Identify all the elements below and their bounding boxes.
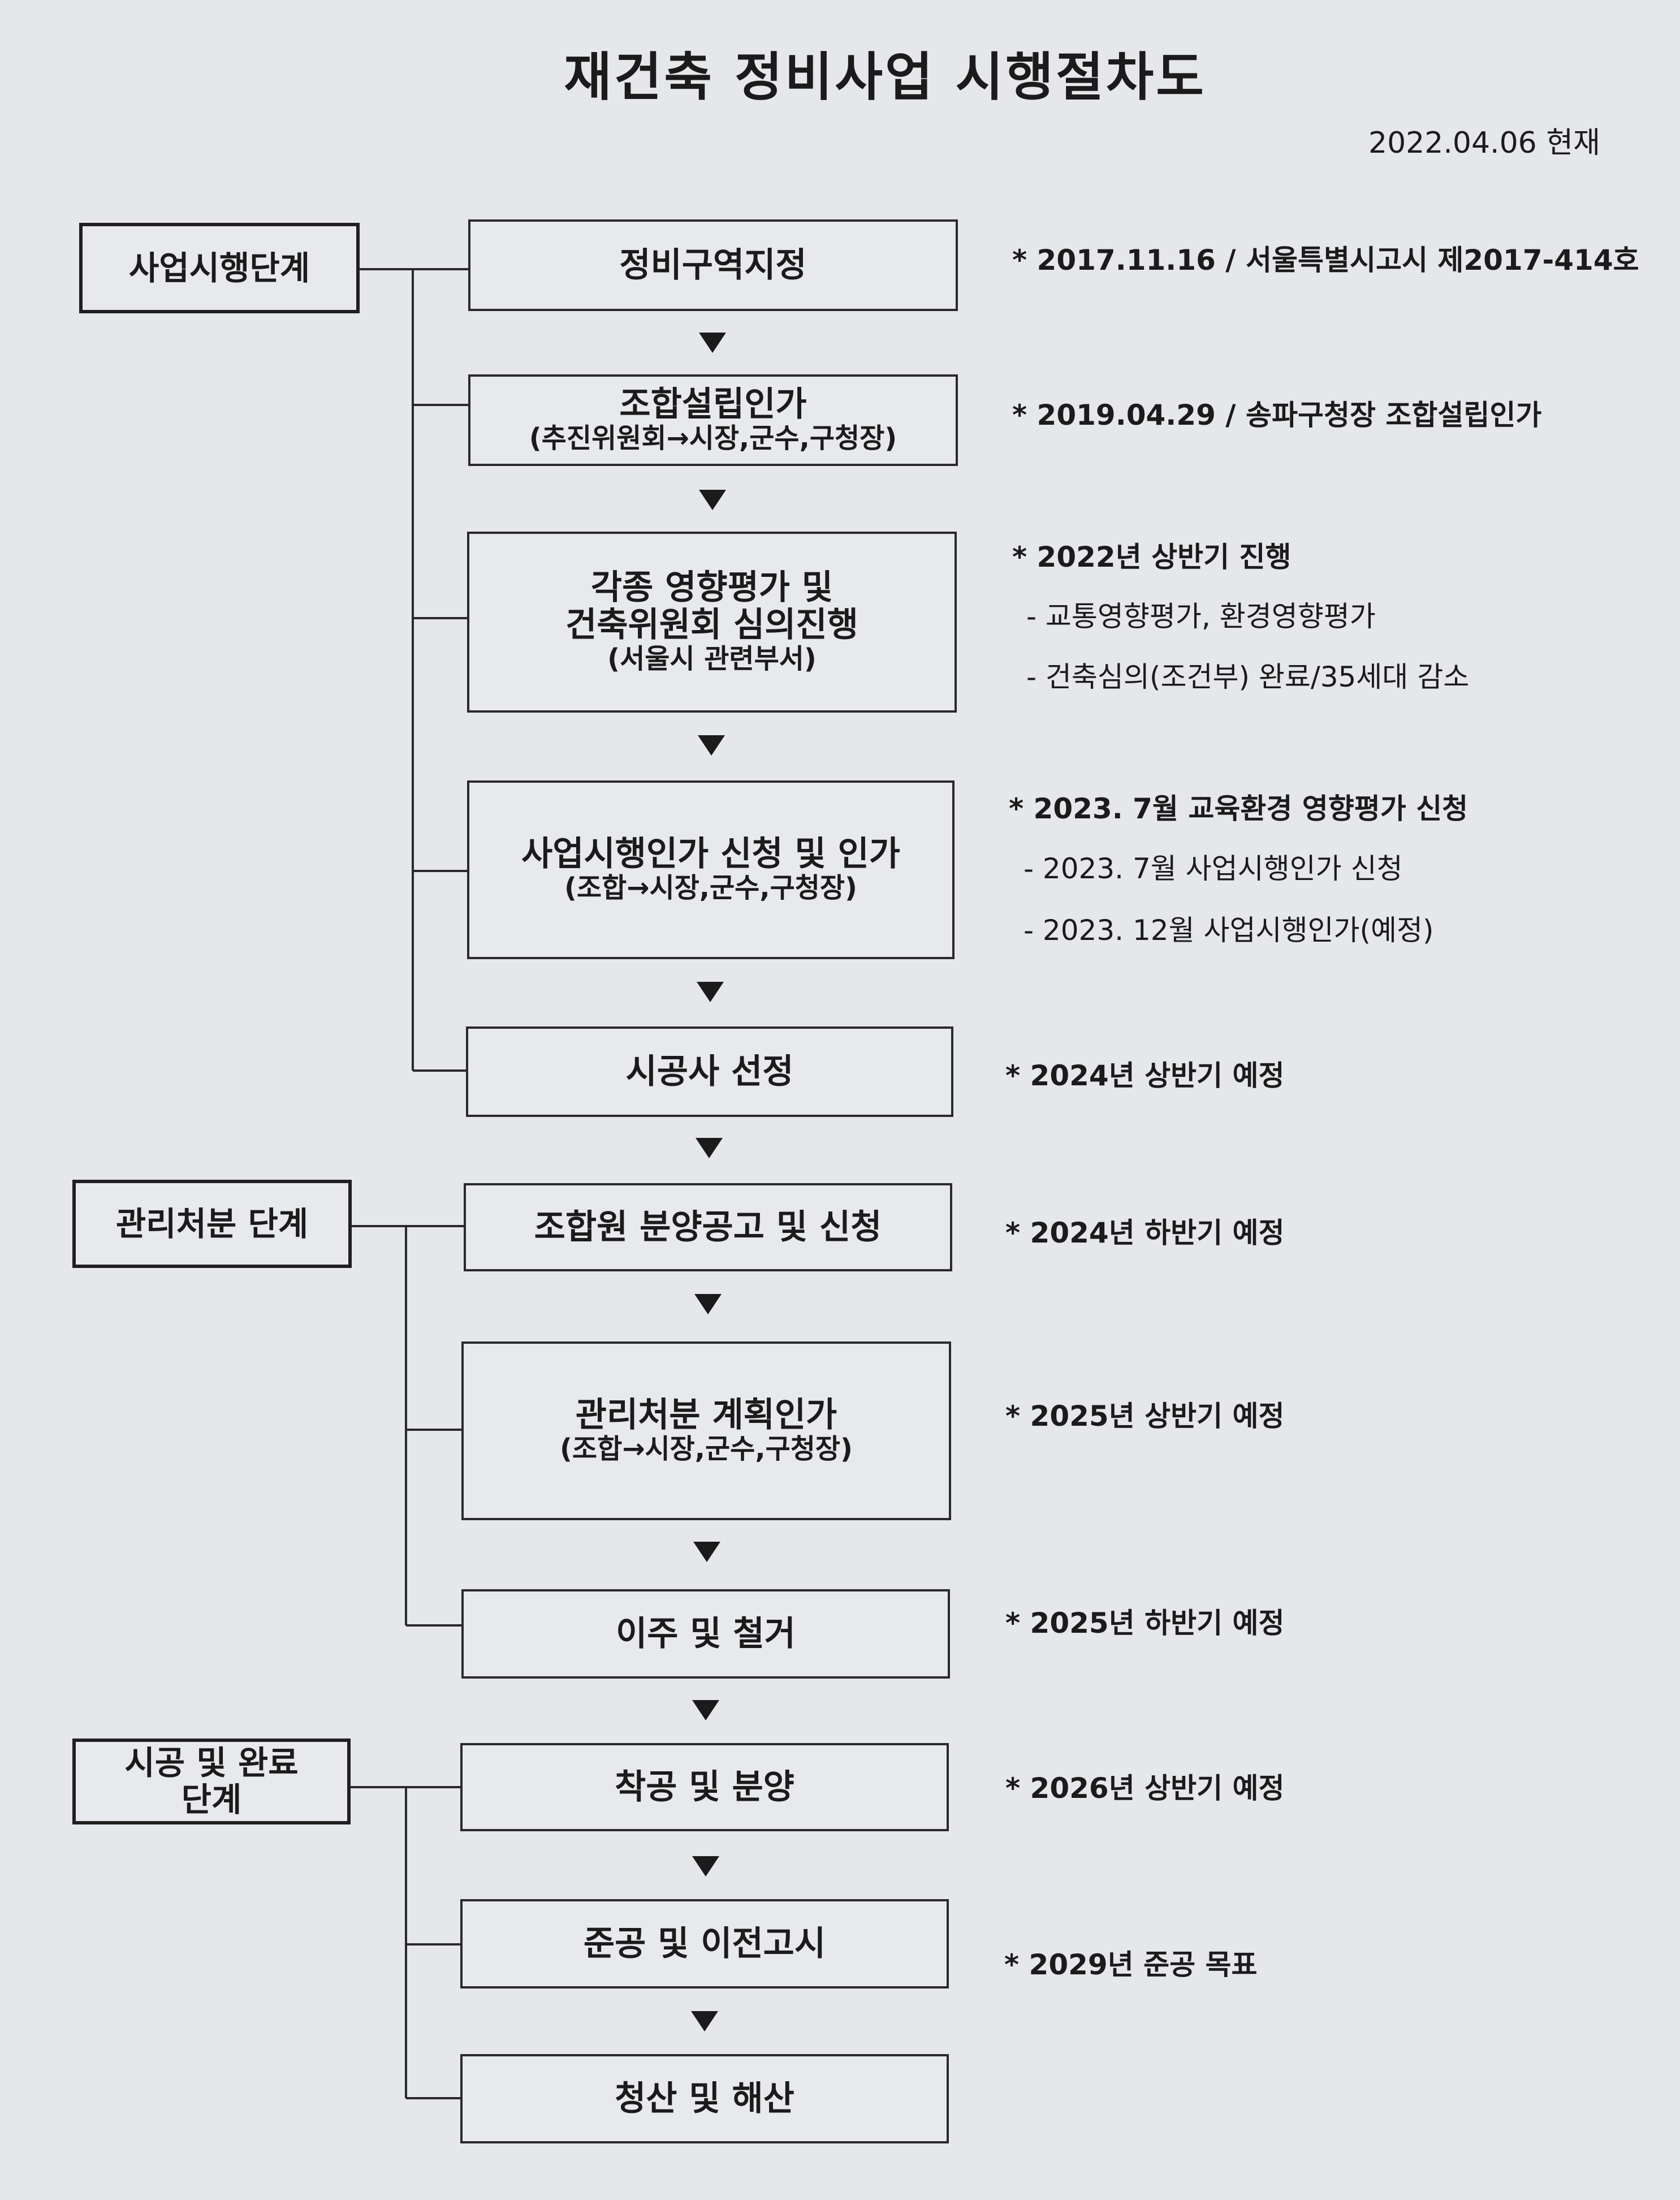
step-label: 착공 및 분양 — [615, 1767, 794, 1807]
step-relocation-demolition: 이주 및 철거 — [461, 1589, 950, 1679]
note-completion: * 2029년 준공 목표 — [1004, 1948, 1258, 1981]
down-arrow-icon — [698, 735, 725, 756]
note-relocation: * 2025년 하반기 예정 — [1005, 1607, 1285, 1640]
step-label: 조합원 분양공고 및 신청 — [534, 1207, 882, 1247]
down-arrow-icon — [693, 1542, 720, 1562]
step-execution-approval: 사업시행인가 신청 및 인가 (조합→시장,군수,구청장) — [467, 780, 955, 959]
note-zone-designation: * 2017.11.16 / 서울특별시고시 제2017-414호 — [1012, 244, 1639, 277]
note-member-allotment: * 2024년 하반기 예정 — [1005, 1217, 1285, 1249]
step-label: 청산 및 해산 — [615, 2079, 794, 2119]
down-arrow-icon — [696, 1138, 723, 1158]
step-association-approval: 조합설립인가 (추진위원회→시장,군수,구청장) — [468, 374, 958, 466]
step-liquidation: 청산 및 해산 — [460, 2054, 949, 2143]
down-arrow-icon — [692, 1700, 719, 1720]
phase-management-disposal: 관리처분 단계 — [72, 1180, 352, 1268]
step-completion-notice: 준공 및 이전고시 — [460, 1899, 949, 1988]
note-impact-review-detail: - 건축심의(조건부) 완료/35세대 감소 — [1026, 661, 1470, 693]
note-impact-review: * 2022년 상반기 진행 — [1012, 541, 1292, 573]
step-label: 이주 및 철거 — [616, 1614, 796, 1654]
step-zone-designation: 정비구역지정 — [468, 219, 958, 311]
note-impact-review-detail: - 교통영향평가, 환경영향평가 — [1026, 600, 1376, 633]
step-label: 준공 및 이전고시 — [583, 1924, 826, 1964]
step-label: 시공사 선정 — [625, 1052, 794, 1092]
down-arrow-icon — [697, 982, 724, 1002]
note-association-approval: * 2019.04.29 / 송파구청장 조합설립인가 — [1012, 399, 1542, 432]
down-arrow-icon — [699, 490, 726, 510]
step-construction-sale: 착공 및 분양 — [460, 1743, 949, 1831]
phase-construction-completion: 시공 및 완료 단계 — [72, 1739, 351, 1824]
note-execution-approval-detail: - 2023. 12월 사업시행인가(예정) — [1023, 914, 1434, 947]
step-contractor-selection: 시공사 선정 — [466, 1026, 953, 1117]
down-arrow-icon — [694, 1294, 722, 1314]
step-sublabel: (조합→시장,군수,구청장) — [564, 872, 857, 904]
step-label: 정비구역지정 — [619, 245, 807, 285]
step-label: 관리처분 계획인가 — [575, 1395, 837, 1435]
note-construction-sale: * 2026년 상반기 예정 — [1005, 1772, 1285, 1805]
page-title: 재건축 정비사업 시행절차도 — [564, 47, 1206, 107]
step-label: 조합설립인가 — [619, 385, 807, 425]
down-arrow-icon — [699, 333, 726, 353]
step-member-allotment: 조합원 분양공고 및 신청 — [464, 1183, 952, 1271]
phase-business-execution: 사업시행단계 — [79, 223, 360, 313]
note-execution-approval: * 2023. 7월 교육환경 영향평가 신청 — [1009, 792, 1469, 825]
step-sublabel: (조합→시장,군수,구청장) — [559, 1433, 853, 1465]
note-disposal-plan: * 2025년 상반기 예정 — [1005, 1400, 1285, 1433]
down-arrow-icon — [692, 1856, 719, 1877]
step-impact-review: 각종 영향평가 및 건축위원회 심의진행 (서울시 관련부서) — [467, 532, 957, 713]
as-of-date: 2022.04.06 현재 — [1368, 126, 1600, 160]
down-arrow-icon — [691, 2011, 718, 2031]
note-contractor-selection: * 2024년 상반기 예정 — [1005, 1059, 1285, 1092]
step-disposal-plan-approval: 관리처분 계획인가 (조합→시장,군수,구청장) — [461, 1341, 951, 1520]
step-sublabel: (추진위원회→시장,군수,구청장) — [529, 422, 897, 455]
step-sublabel: (서울시 관련부서) — [607, 643, 817, 675]
step-label: 각종 영향평가 및 건축위원회 심의진행 — [565, 568, 858, 645]
step-label: 사업시행인가 신청 및 인가 — [521, 834, 900, 874]
note-execution-approval-detail: - 2023. 7월 사업시행인가 신청 — [1023, 852, 1403, 885]
